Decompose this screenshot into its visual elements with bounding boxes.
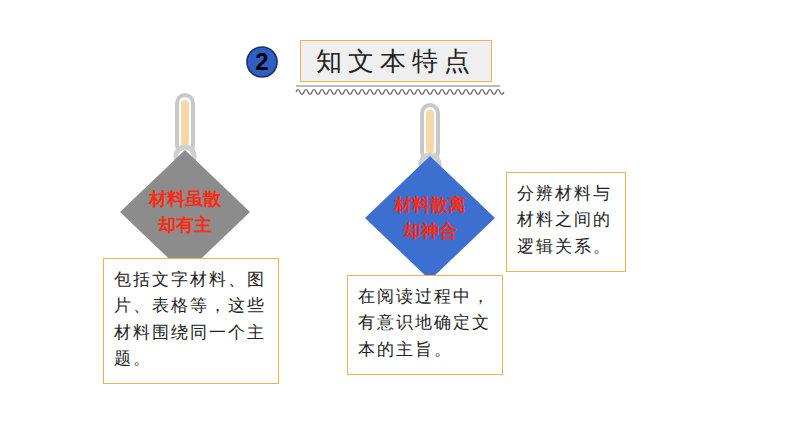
note-box: 分辨材料与材料之间的逻辑关系。: [506, 172, 626, 272]
diamond-fill: [365, 156, 495, 280]
circle-fill: [247, 47, 277, 77]
diamond-outline: [120, 150, 250, 274]
note-box: 包括文字材料、图片、表格等，这些材料围绕同一个主题。: [103, 258, 279, 384]
ornament-line: [296, 86, 504, 95]
diamond-outline: [365, 156, 495, 280]
number-circle: 2: [246, 46, 278, 78]
topic-diamond: 材料虽散 却有主: [120, 150, 250, 274]
note-text: 在阅读过程中，有意识地确定文本的主旨。: [358, 284, 492, 363]
topic-text: 材料散离 却神合: [390, 192, 469, 244]
note-text: 分辨材料与材料之间的逻辑关系。: [517, 181, 615, 260]
topic-diamond: 材料散离 却神合: [365, 156, 495, 280]
diamond-fill: [120, 150, 250, 274]
note-box: 在阅读过程中，有意识地确定文本的主旨。: [347, 275, 503, 375]
note-text: 包括文字材料、图片、表格等，这些材料围绕同一个主题。: [114, 267, 268, 372]
title-box: 知文本特点: [300, 40, 492, 82]
topic-text: 材料虽散 却有主: [145, 186, 224, 238]
title-text: 知文本特点: [316, 44, 476, 79]
step-number: 2: [255, 48, 268, 76]
